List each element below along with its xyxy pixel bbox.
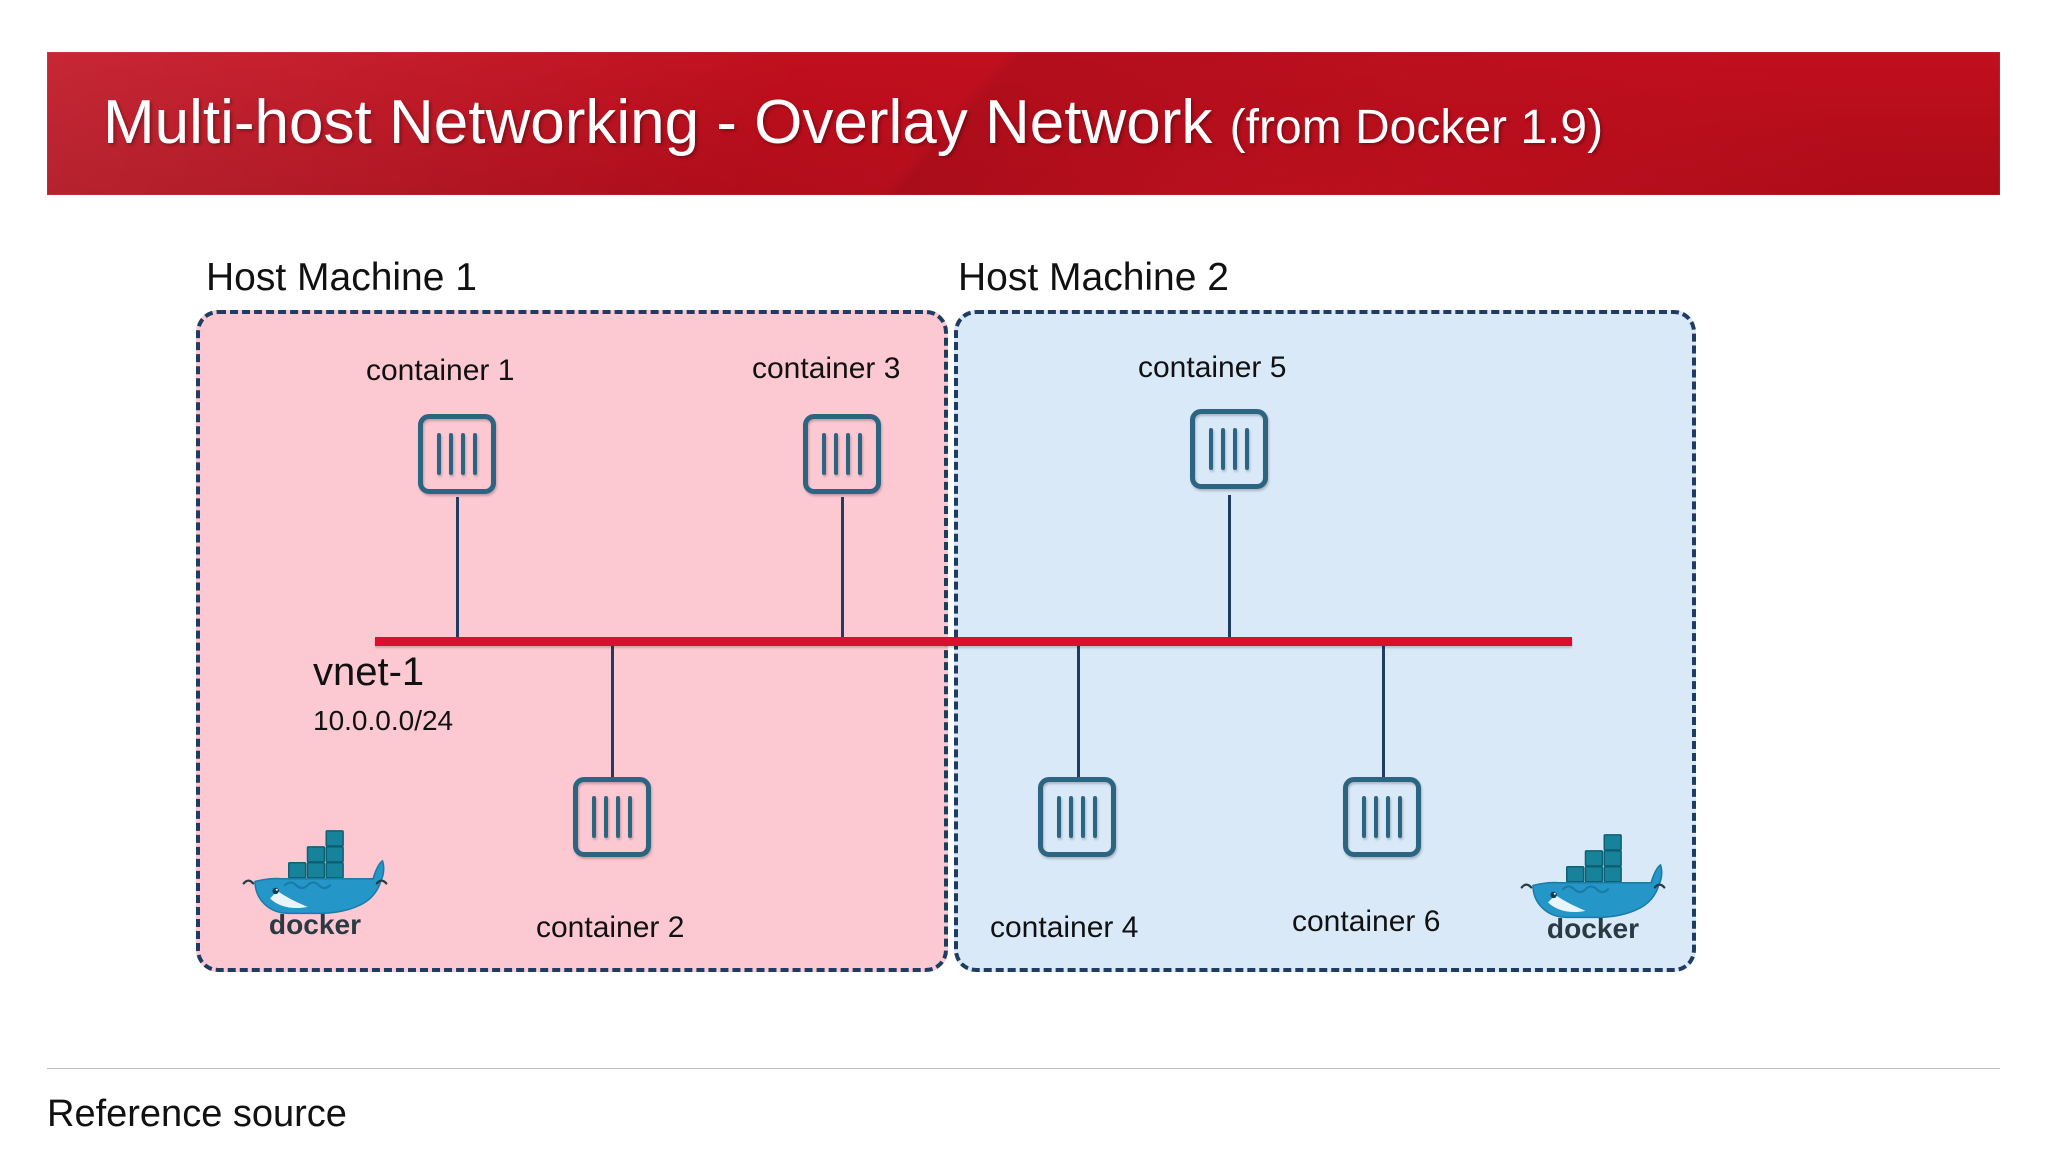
container-bar	[834, 433, 838, 475]
container-label: container 3	[752, 352, 901, 385]
container-bar	[1362, 796, 1366, 838]
container-bar	[592, 796, 596, 838]
docker-whale-icon: docker	[242, 830, 388, 940]
svg-text:docker: docker	[269, 909, 361, 940]
connection-wire-container-2	[611, 641, 614, 777]
connection-wire-container-6	[1382, 641, 1385, 777]
page-title: Multi-host Networking - Overlay Network …	[103, 91, 1603, 153]
container-bar	[461, 433, 465, 475]
container-bar	[846, 433, 850, 475]
connection-wire-container-1	[456, 497, 459, 642]
container-bar	[437, 433, 441, 475]
page-title-version: (from Docker 1.9)	[1229, 100, 1604, 154]
page-title-main: Multi-host Networking - Overlay Network	[103, 87, 1230, 157]
container-bar	[822, 433, 826, 475]
container-label: container 4	[990, 911, 1139, 944]
container-bar	[1245, 428, 1249, 470]
container-bar	[616, 796, 620, 838]
container-bar	[1093, 796, 1097, 838]
container-label: container 1	[366, 354, 515, 387]
reference-source-label: Reference source	[47, 1093, 347, 1135]
connection-wire-container-4	[1077, 641, 1080, 777]
host-machine-1-label: Host Machine 1	[206, 256, 477, 299]
container-icon	[1038, 777, 1116, 857]
container-bar	[1081, 796, 1085, 838]
container-icon	[803, 414, 881, 494]
container-icon	[573, 777, 651, 857]
container-bar	[449, 433, 453, 475]
container-bar	[1398, 796, 1402, 838]
overlay-network-line	[375, 637, 1572, 646]
container-bar	[1069, 796, 1073, 838]
container-bar	[628, 796, 632, 838]
connection-wire-container-3	[841, 497, 844, 642]
network-name-label: vnet-1	[313, 650, 425, 694]
container-bar	[604, 796, 608, 838]
container-label: container 5	[1138, 351, 1287, 384]
container-bar	[1386, 796, 1390, 838]
svg-text:docker: docker	[1547, 913, 1639, 944]
container-label: container 2	[536, 911, 685, 944]
title-banner: Multi-host Networking - Overlay Network …	[47, 52, 2000, 195]
container-bar	[1233, 428, 1237, 470]
container-bar	[1209, 428, 1213, 470]
container-bar	[858, 433, 862, 475]
container-bar	[1374, 796, 1378, 838]
container-icon	[418, 414, 496, 494]
footer-divider	[47, 1068, 2000, 1069]
docker-whale-icon: docker	[1520, 834, 1666, 944]
connection-wire-container-5	[1228, 495, 1231, 642]
network-cidr-label: 10.0.0.0/24	[313, 705, 454, 736]
container-icon	[1343, 777, 1421, 857]
docker-whale-logo: docker	[240, 808, 390, 940]
container-bar	[473, 433, 477, 475]
container-icon	[1190, 409, 1268, 489]
host-machine-2-label: Host Machine 2	[958, 256, 1229, 299]
container-bar	[1057, 796, 1061, 838]
container-label: container 6	[1292, 905, 1441, 938]
container-bar	[1221, 428, 1225, 470]
docker-whale-logo: docker	[1518, 812, 1668, 944]
